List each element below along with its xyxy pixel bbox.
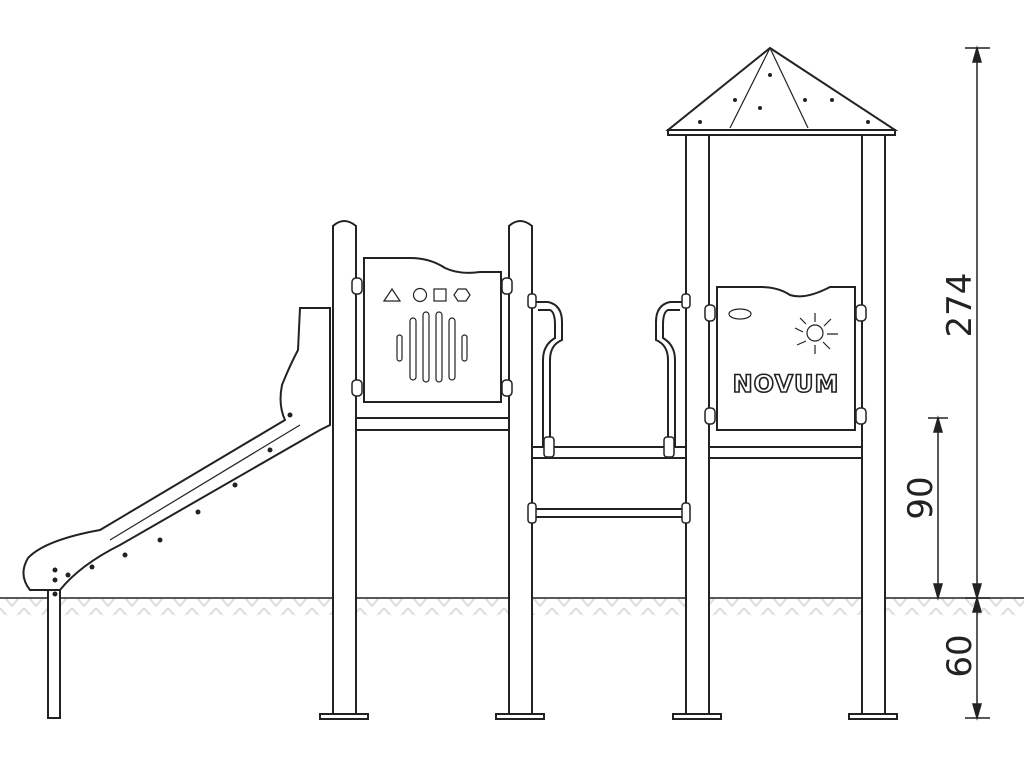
roof [665,46,899,136]
bridge [531,301,687,518]
panel-slots [396,311,468,383]
brand-logo: NOVUM [733,370,840,398]
shape-icons [382,287,471,303]
slide [22,307,331,719]
panel-clamps [351,277,867,524]
dimension-foundation-depth: 60 [940,634,980,677]
posts [319,134,898,720]
sun-icon [794,313,838,354]
left-platform [355,257,510,431]
dimension-total-height: 274 [940,273,980,338]
dimension-lines [928,45,990,721]
dimension-platform-height: 90 [901,476,941,519]
right-platform: NOVUM [708,286,863,459]
